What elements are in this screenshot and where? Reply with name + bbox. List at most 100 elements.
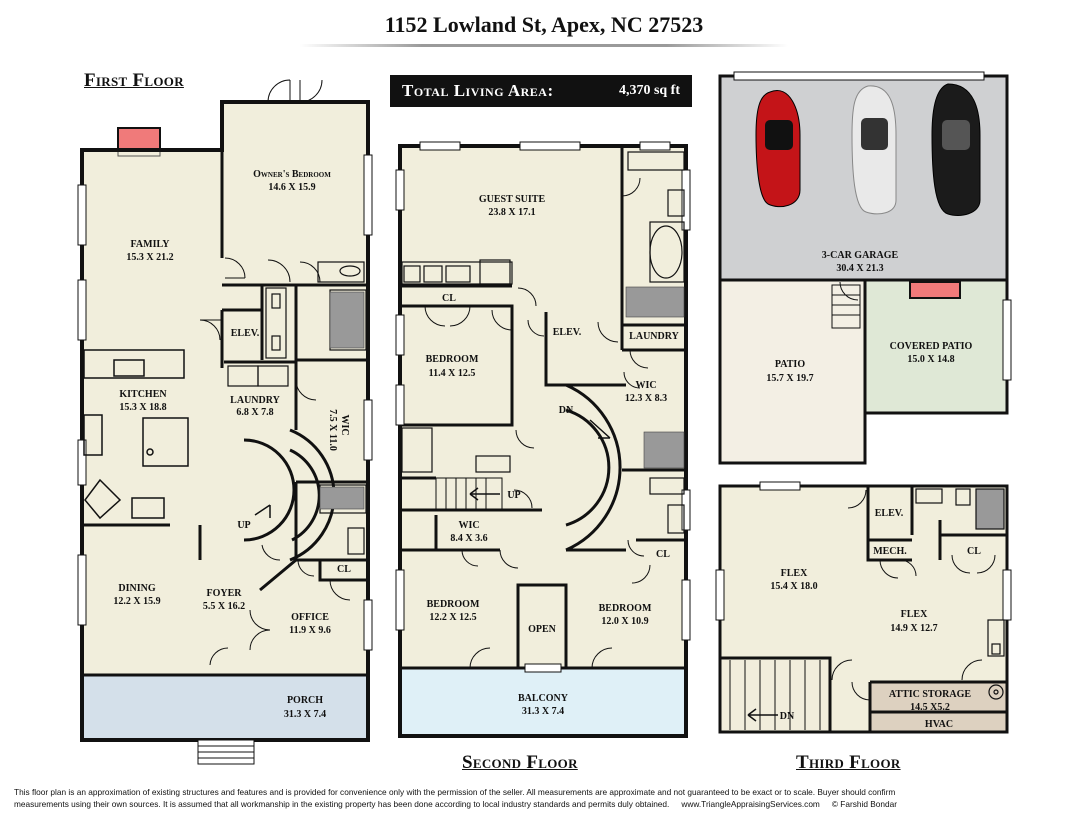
family-name: FAMILY [131,239,171,250]
first-floor-door-swings [199,79,351,666]
garage-steps [831,281,861,329]
office-dims: 11.9 X 9.6 [289,625,331,636]
second-floor-fixtures [401,151,685,534]
closet-2-label: CL [442,293,456,304]
stair-down-label-2: DN [559,405,574,416]
dining-name: DINING [118,583,155,594]
stair-up-label-2: UP [507,490,520,501]
balcony-dims: 31.3 X 7.4 [522,706,564,717]
disclaimer-line-2-row: measurements using their own sources. It… [14,798,1080,810]
wic-2-dims: 12.3 X 8.3 [625,393,667,404]
covered-patio-railing [1002,299,1012,381]
flex-a-dims: 15.4 X 18.0 [770,581,817,592]
kitchen-fixtures [83,349,189,520]
bedroom-b-dims: 12.2 X 12.5 [429,612,476,623]
flex-b-name: FLEX [901,609,928,620]
guest-suite-dims: 23.8 X 17.1 [488,207,535,218]
open-to-below-label: OPEN [528,624,557,635]
dining-dims: 12.2 X 15.9 [113,596,160,607]
fireplace-1-icon [117,127,161,151]
closet-4-label: CL [967,546,981,557]
laundry-1-name: LAUNDRY [230,395,280,406]
total-living-area-value: 4,370 sq ft [618,83,680,98]
stair-down-label-3: DN [780,711,795,722]
third-floor-plan: ELEV. MECH. CL FLEX 15.4 X 18.0 FLEX 14.… [715,481,1012,734]
owners-bath-fixtures [265,261,367,555]
black-car [931,83,981,216]
bedroom-b-name: BEDROOM [427,599,480,610]
shower-grid-1 [319,291,365,510]
copyright-notice: © Farshid Bondar [831,799,898,809]
first-floor-label: First Floor [84,70,184,91]
second-floor-label: Second Floor [462,752,578,773]
first-floor-plan: Owner's Bedroom 14.6 X 15.9 FAMILY 15.3 … [77,79,373,765]
porch-steps [197,739,255,765]
total-living-area-banner: Total Living Area: 4,370 sq ft [390,75,692,107]
disclaimer-line-2: measurements using their own sources. It… [14,799,670,809]
owners-bedroom-name: Owner's Bedroom [253,169,331,180]
guest-suite-name: GUEST SUITE [479,194,546,205]
bedroom-a-name: BEDROOM [426,354,479,365]
laundry-1-dims: 6.8 X 7.8 [236,407,273,418]
fireplace-2-icon [909,281,961,299]
disclaimer-line-1: This floor plan is an approximation of e… [14,787,896,797]
stair-up-label-1: UP [237,520,250,531]
kitchen-name: KITCHEN [119,389,167,400]
laundry-2-name: LAUNDRY [629,331,679,342]
porch-area [82,675,368,740]
white-car [851,85,897,215]
attic-storage-dims: 14.5 X5.2 [910,702,950,713]
laundry-1-appliances [227,365,289,387]
second-floor-plan: GUEST SUITE 23.8 X 17.1 CL BEDROOM 11.4 … [395,141,691,738]
wic-1-dims: 7.5 X 11.0 [327,409,338,451]
elevator-2-label: ELEV. [553,327,582,338]
office-name: OFFICE [291,612,329,623]
title-underline-divider [300,44,788,47]
garage-name: 3-CAR GARAGE [822,250,899,261]
first-floor-windows [77,154,373,651]
patio-area [720,280,865,463]
second-floor-windows [395,141,691,673]
spiral-stair-2 [565,383,622,552]
porch-name: PORCH [287,695,323,706]
mechanical-room-label: MECH. [873,546,907,557]
porch-dims: 31.3 X 7.4 [284,709,326,720]
website-link[interactable]: www.TriangleAppraisingServices.com [681,799,820,809]
second-floor-area [400,146,686,668]
second-floor-door-swings [424,177,651,669]
total-living-area-label: Total Living Area: [402,81,554,100]
patio-name: PATIO [775,359,805,370]
hvac-label: HVAC [925,719,953,730]
patio-dims: 15.7 X 19.7 [766,373,813,384]
balcony-area [400,668,686,736]
foyer-dims: 5.5 X 16.2 [203,601,245,612]
kitchen-dims: 15.3 X 18.8 [119,402,166,413]
owners-bedroom-dims: 14.6 X 15.9 [268,182,315,193]
floor-plan-drawing: Owner's Bedroom 14.6 X 15.9 FAMILY 15.3 … [77,71,1012,765]
covered-patio-name: COVERED PATIO [890,341,973,352]
red-car [755,90,801,208]
third-floor-fixtures [915,488,1005,700]
stair-down-arrow-2 [589,419,611,439]
elevator-3-label: ELEV. [875,508,904,519]
third-floor-door-swings [831,489,996,701]
attic-storage-area [870,682,1007,732]
property-address-title: 1152 Lowland St, Apex, NC 27523 [384,12,704,37]
closet-1-label: CL [337,564,351,575]
balcony-name: BALCONY [518,693,569,704]
garage-door-opening [733,71,985,81]
wic-1-name: WIC [339,414,350,435]
foyer-name: FOYER [207,588,243,599]
family-dims: 15.3 X 21.2 [126,252,173,263]
third-floor-windows [715,481,1012,621]
covered-patio-area [865,280,1007,413]
straight-stair-2 [435,477,503,511]
stair-up-arrow-1 [254,504,271,518]
garage-dims: 30.4 X 21.3 [836,263,883,274]
attic-storage-name: ATTIC STORAGE [889,689,971,700]
flex-a-name: FLEX [781,568,808,579]
wic-3-name: WIC [458,520,479,531]
bedroom-a-dims: 11.4 X 12.5 [429,368,476,379]
wic-3-dims: 8.4 X 3.6 [450,533,487,544]
garage-and-patio-plan: 3-CAR GARAGE 30.4 X 21.3 PATIO 15.7 X 19… [718,71,1012,465]
